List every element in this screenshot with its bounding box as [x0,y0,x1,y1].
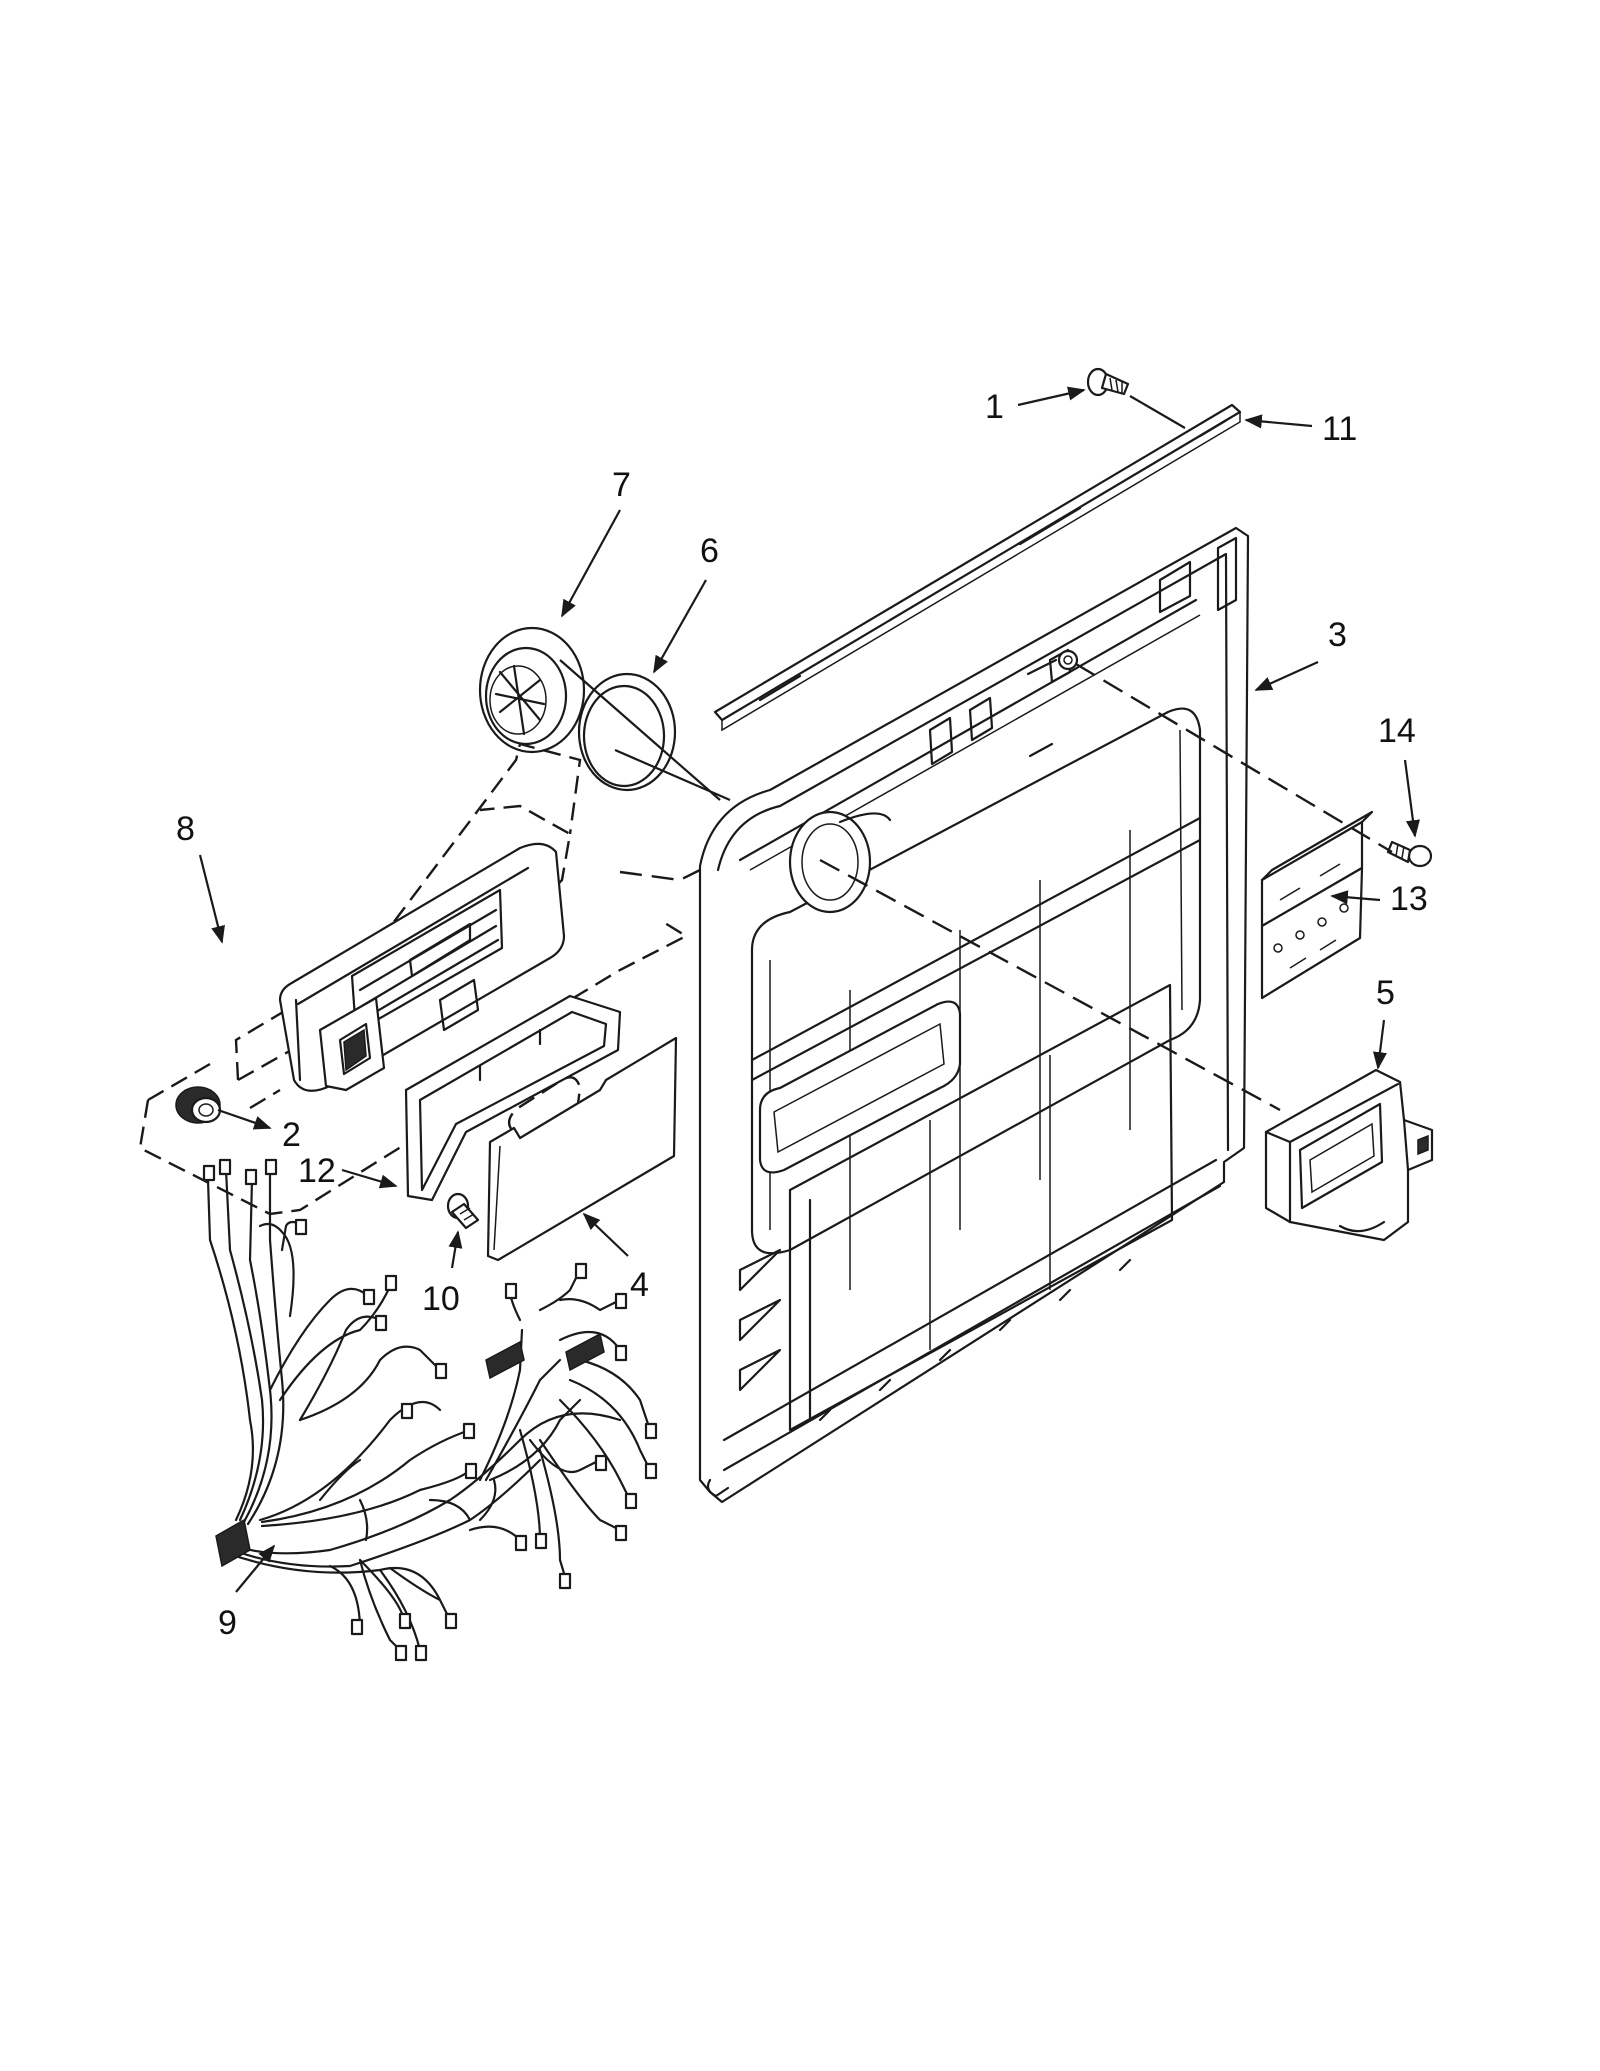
callout-3: 3 [1328,616,1347,654]
part-14-screw [1386,840,1433,868]
callout-10: 10 [422,1280,460,1318]
callout-leaders [198,386,1420,1593]
callout-4: 4 [630,1266,649,1304]
part-2-nut [175,1086,222,1124]
part-5-vent-housing [1264,1068,1434,1242]
callout-2: 2 [282,1116,301,1154]
alignment-line-5 [819,858,1281,1112]
part-10-screw [446,1192,480,1230]
part-3-inner-door [698,526,1250,1504]
part-13-bracket [1260,810,1374,1000]
alignment-line-board [619,868,701,882]
part-1-screw [1086,367,1130,397]
callout-9: 9 [218,1604,237,1642]
callout-11: 11 [1322,410,1357,448]
part-11-top-trim [713,403,1242,732]
part-6-seal-ring [577,672,677,792]
callout-8: 8 [176,810,195,848]
callout-5: 5 [1376,974,1395,1012]
callout-13: 13 [1390,880,1428,918]
callout-14: 14 [1378,712,1416,750]
part-4-control-board [486,1036,678,1262]
callout-7: 7 [612,466,631,504]
callout-1: 1 [985,388,1004,426]
alignment-line-14 [1075,662,1393,854]
callout-6: 6 [700,532,719,570]
part-7-cap [478,626,586,754]
part-9-wire-harness [202,1158,658,1662]
part-12-gasket [404,994,622,1202]
callout-12: 12 [298,1152,336,1190]
